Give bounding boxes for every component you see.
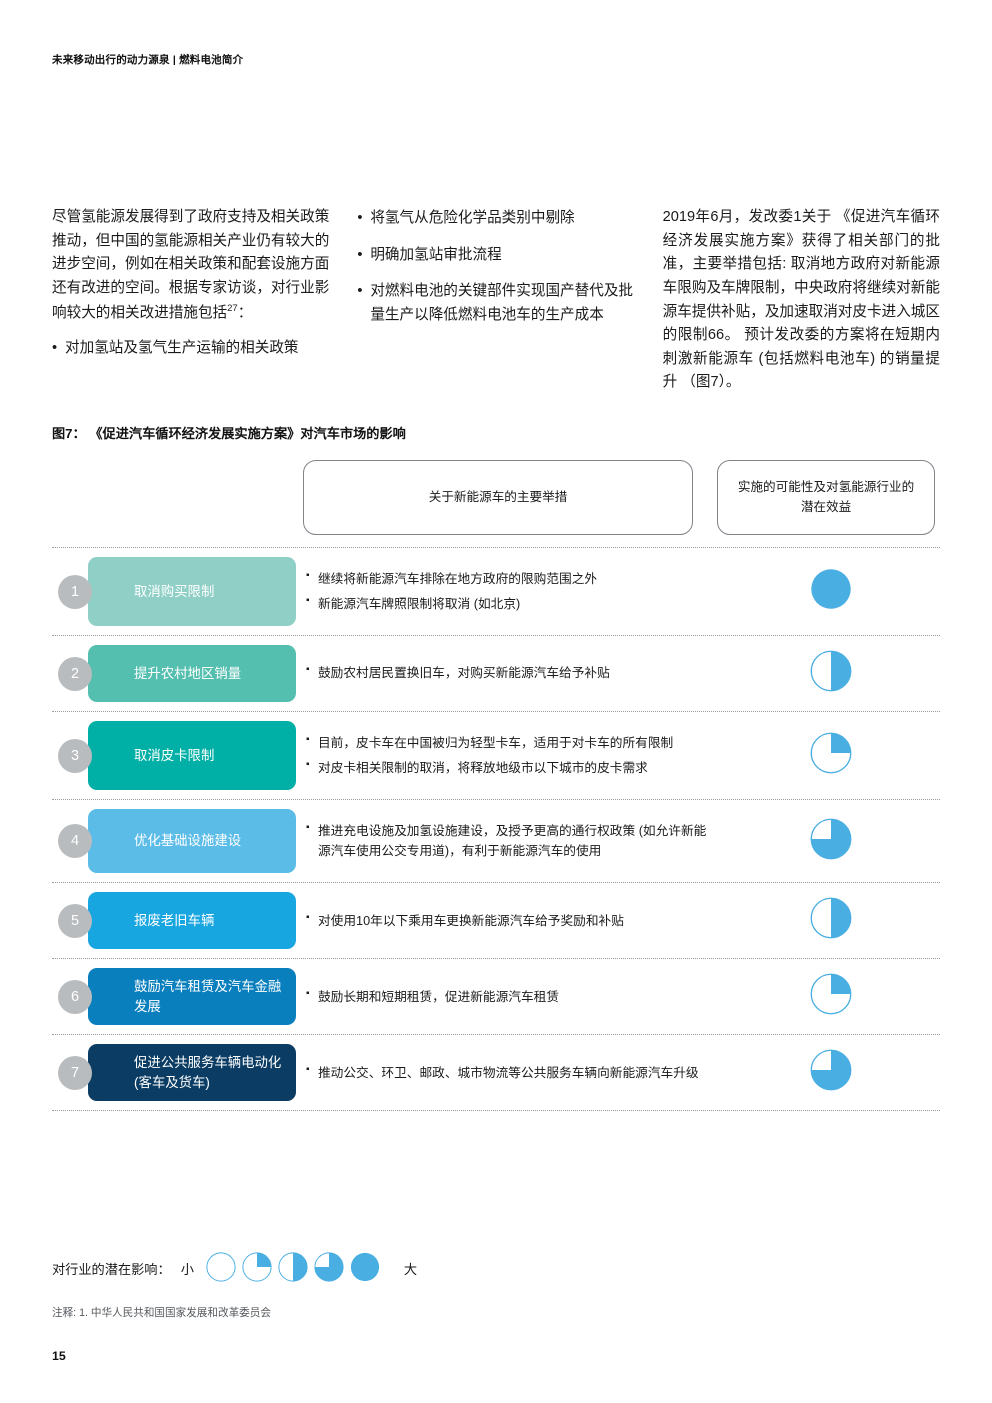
row-number-badge: 6 <box>58 979 92 1014</box>
impact-pie-icon <box>810 1049 852 1096</box>
row-label-cell: 报废老旧车辆 5 <box>52 883 298 958</box>
row-number-badge: 7 <box>58 1055 92 1090</box>
footnote-marker-27: 27 <box>227 302 238 314</box>
intro-paragraph-1-text: 尽管氢能源发展得到了政府支持及相关政策推动，但中国的氢能源相关产业仍有较大的进步… <box>52 209 330 321</box>
row-label-chip[interactable]: 取消购买限制 <box>88 557 296 627</box>
figure-column-headers: 关于新能源车的主要举措 实施的可能性及对氢能源行业的潜在效益 <box>298 460 940 538</box>
intro-paragraph-1: 尽管氢能源发展得到了政府支持及相关政策推动，但中国的氢能源相关产业仍有较大的进步… <box>52 206 329 325</box>
row-label-cell: 提升农村地区销量 2 <box>52 636 298 711</box>
impact-pie-icon <box>810 568 852 615</box>
row-number-badge: 3 <box>58 738 92 773</box>
legend-pie-icon <box>314 1252 344 1285</box>
table-row: 报废老旧车辆 5 对使用10年以下乘用车更换新能源汽车给予奖励和补贴 <box>52 882 940 958</box>
row-impact-cell <box>722 636 940 711</box>
row-impact-cell <box>722 1035 940 1110</box>
row-impact-cell <box>722 712 940 799</box>
table-row: 促进公共服务车辆电动化 (客车及货车) 7 推动公交、环卫、邮政、城市物流等公共服务… <box>52 1034 940 1112</box>
measure-bullet: 鼓励农村居民置换旧车，对购买新能源汽车给予补贴 <box>306 662 708 684</box>
intro-bullet: 明确加氢站审批流程 <box>357 244 634 268</box>
measures-column-header: 关于新能源车的主要举措 <box>303 460 693 535</box>
row-number-badge: 5 <box>58 903 92 938</box>
row-label-text: 优化基础设施建设 <box>134 833 242 849</box>
measure-bullet: 对使用10年以下乘用车更换新能源汽车给予奖励和补贴 <box>306 910 708 932</box>
impact-pie-icon <box>810 973 852 1020</box>
row-label-cell: 取消皮卡限制 3 <box>52 712 298 799</box>
footnote: 注释: 1. 中华人民共和国国家发展和改革委员会 <box>52 1307 271 1319</box>
intro-bullet: 将氢气从危险化学品类别中剔除 <box>357 207 634 231</box>
row-label-text: 鼓励汽车租赁及汽车金融发展 <box>134 978 282 1014</box>
row-number-badge: 4 <box>58 824 92 859</box>
intro-bullet: 对燃料电池的关键部件实现国产替代及批量生产以降低燃料电池车的生产成本 <box>357 280 634 327</box>
intro-columns: 尽管氢能源发展得到了政府支持及相关政策推动，但中国的氢能源相关产业仍有较大的进步… <box>52 206 940 407</box>
legend: 对行业的潜在影响： 小 大 <box>52 1252 417 1285</box>
row-measures-cell: 继续将新能源汽车排除在地方政府的限购范围之外新能源汽车牌照限制将取消 (如北京) <box>298 548 722 635</box>
row-label-text: 提升农村地区销量 <box>134 665 242 681</box>
row-label-text: 取消购买限制 <box>134 583 215 599</box>
row-measures-cell: 推进充电设施及加氢设施建设，及授予更高的通行权政策 (如允许新能源汽车使用公交专… <box>298 800 722 882</box>
figure-7: 关于新能源车的主要举措 实施的可能性及对氢能源行业的潜在效益 取消购买限制 1 继续… <box>52 460 940 1112</box>
intro-bullet: 对加氢站及氢气生产运输的相关政策 <box>52 337 329 361</box>
legend-label: 对行业的潜在影响： <box>52 1262 171 1277</box>
intro-paragraph-1-tail: ： <box>237 304 253 321</box>
table-row: 提升农村地区销量 2 鼓励农村居民置换旧车，对购买新能源汽车给予补贴 <box>52 635 940 711</box>
row-label-text: 取消皮卡限制 <box>134 747 215 763</box>
legend-pie-icon <box>206 1252 236 1285</box>
impact-pie-icon <box>810 732 852 779</box>
row-label-cell: 促进公共服务车辆电动化 (客车及货车) 7 <box>52 1035 298 1110</box>
row-label-chip[interactable]: 优化基础设施建设 <box>88 809 296 874</box>
row-measures-cell: 对使用10年以下乘用车更换新能源汽车给予奖励和补贴 <box>298 883 722 958</box>
legend-small-label: 小 <box>180 1262 194 1277</box>
impact-column-header: 实施的可能性及对氢能源行业的潜在效益 <box>717 460 935 535</box>
running-head: 未来移动出行的动力源泉 | 燃料电池简介 <box>52 54 244 66</box>
row-number-badge: 2 <box>58 656 92 691</box>
row-label-text: 报废老旧车辆 <box>134 912 215 928</box>
measure-bullet: 目前，皮卡车在中国被归为轻型卡车，适用于对卡车的所有限制 <box>306 732 708 754</box>
table-row: 鼓励汽车租赁及汽车金融发展 6 鼓励长期和短期租赁，促进新能源汽车租赁 <box>52 958 940 1034</box>
impact-pie-icon <box>810 818 852 865</box>
row-measures-cell: 目前，皮卡车在中国被归为轻型卡车，适用于对卡车的所有限制对皮卡相关限制的取消，将… <box>298 712 722 799</box>
row-measures-cell: 推动公交、环卫、邮政、城市物流等公共服务车辆向新能源汽车升级 <box>298 1035 722 1110</box>
intro-column-1: 尽管氢能源发展得到了政府支持及相关政策推动，但中国的氢能源相关产业仍有较大的进步… <box>52 206 329 407</box>
legend-pie-icon <box>242 1252 272 1285</box>
page-number: 15 <box>52 1349 66 1363</box>
row-label-text: 促进公共服务车辆电动化 (客车及货车) <box>134 1054 282 1090</box>
figure-title: 图7： 《促进汽车循环经济发展实施方案》对汽车市场的影响 <box>52 426 406 441</box>
row-label-chip[interactable]: 报废老旧车辆 <box>88 892 296 950</box>
legend-icon-scale <box>206 1252 380 1285</box>
row-label-chip[interactable]: 促进公共服务车辆电动化 (客车及货车) <box>88 1044 296 1102</box>
row-impact-cell <box>722 959 940 1034</box>
measure-bullet: 新能源汽车牌照限制将取消 (如北京) <box>306 593 708 615</box>
impact-pie-icon <box>810 897 852 944</box>
measure-bullet: 鼓励长期和短期租赁，促进新能源汽车租赁 <box>306 986 708 1008</box>
row-measures-cell: 鼓励农村居民置换旧车，对购买新能源汽车给予补贴 <box>298 636 722 711</box>
table-row: 优化基础设施建设 4 推进充电设施及加氢设施建设，及授予更高的通行权政策 (如允许新… <box>52 799 940 882</box>
intro-column-2: 将氢气从危险化学品类别中剔除 明确加氢站审批流程 对燃料电池的关键部件实现国产替… <box>357 206 634 407</box>
row-impact-cell <box>722 548 940 635</box>
row-label-chip[interactable]: 取消皮卡限制 <box>88 721 296 791</box>
measure-bullet: 继续将新能源汽车排除在地方政府的限购范围之外 <box>306 568 708 590</box>
legend-large-label: 大 <box>403 1262 418 1277</box>
row-label-chip[interactable]: 提升农村地区销量 <box>88 645 296 703</box>
measure-bullet: 推动公交、环卫、邮政、城市物流等公共服务车辆向新能源汽车升级 <box>306 1062 708 1084</box>
intro-column-3: 2019年6月，发改委1关于 《促进汽车循环经济发展实施方案》获得了相关部门的批… <box>663 206 940 407</box>
legend-pie-icon <box>350 1252 380 1285</box>
row-number-badge: 1 <box>58 574 92 609</box>
row-label-cell: 取消购买限制 1 <box>52 548 298 635</box>
row-measures-cell: 鼓励长期和短期租赁，促进新能源汽车租赁 <box>298 959 722 1034</box>
legend-pie-icon <box>278 1252 308 1285</box>
row-label-chip[interactable]: 鼓励汽车租赁及汽车金融发展 <box>88 968 296 1026</box>
table-row: 取消购买限制 1 继续将新能源汽车排除在地方政府的限购范围之外新能源汽车牌照限制将取… <box>52 547 940 635</box>
table-row: 取消皮卡限制 3 目前，皮卡车在中国被归为轻型卡车，适用于对卡车的所有限制对皮卡相关… <box>52 711 940 799</box>
row-impact-cell <box>722 883 940 958</box>
row-label-cell: 鼓励汽车租赁及汽车金融发展 6 <box>52 959 298 1034</box>
impact-pie-icon <box>810 650 852 697</box>
row-label-cell: 优化基础设施建设 4 <box>52 800 298 882</box>
measure-bullet: 推进充电设施及加氢设施建设，及授予更高的通行权政策 (如允许新能源汽车使用公交专… <box>306 820 708 862</box>
intro-paragraph-3: 2019年6月，发改委1关于 《促进汽车循环经济发展实施方案》获得了相关部门的批… <box>662 209 940 391</box>
measure-bullet: 对皮卡相关限制的取消，将释放地级市以下城市的皮卡需求 <box>306 757 708 779</box>
row-impact-cell <box>722 800 940 882</box>
figure-rows: 取消购买限制 1 继续将新能源汽车排除在地方政府的限购范围之外新能源汽车牌照限制将取… <box>52 547 940 1112</box>
